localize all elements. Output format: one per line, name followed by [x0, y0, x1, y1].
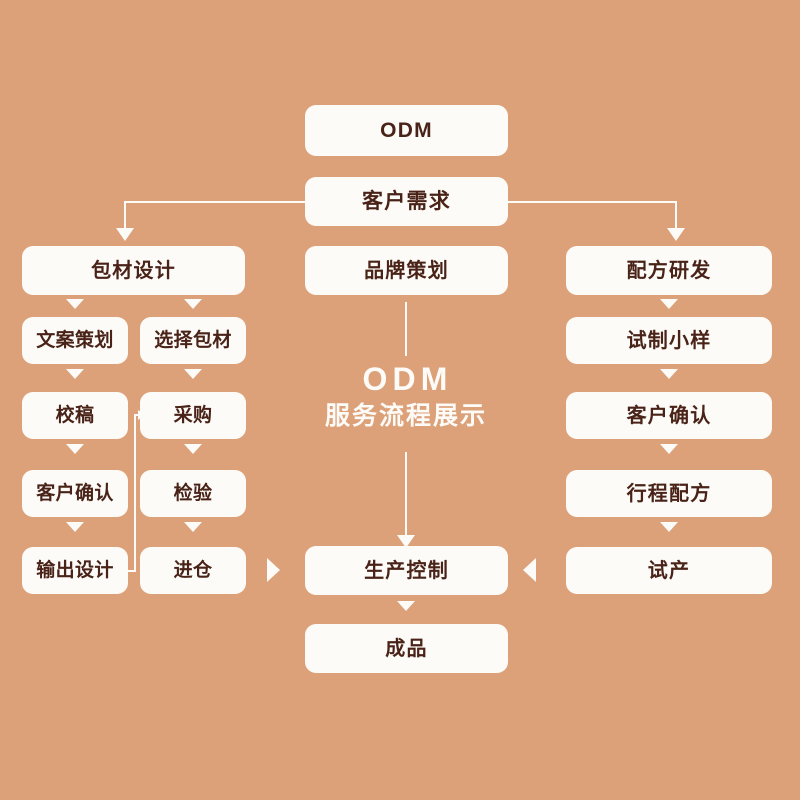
node-production-control[interactable]: 生产控制 [305, 546, 508, 595]
node-customer-confirm-left[interactable]: 客户确认 [22, 470, 128, 517]
center-spine-arrow-icon [397, 535, 415, 548]
arrow-confirm-to-formula-icon [660, 444, 678, 454]
branch-drop-left [124, 201, 126, 232]
arrow-copy-to-proof-icon [66, 369, 84, 379]
branch-arrow-left-icon [116, 228, 134, 241]
node-customer-confirm-right[interactable]: 客户确认 [566, 392, 772, 439]
node-select-packaging[interactable]: 选择包材 [140, 317, 246, 364]
node-purchase[interactable]: 采购 [140, 392, 246, 439]
arrow-packaging-to-select-icon [184, 299, 202, 309]
node-copy-planning[interactable]: 文案策划 [22, 317, 128, 364]
center-title-line2: 服务流程展示 [324, 402, 487, 431]
node-customer-demand[interactable]: 客户需求 [305, 177, 508, 226]
feedback-line-bottom [128, 570, 136, 572]
node-finished-product[interactable]: 成品 [305, 624, 508, 673]
node-packaging-design[interactable]: 包材设计 [22, 246, 245, 295]
node-brand-planning[interactable]: 品牌策划 [305, 246, 508, 295]
branch-line-right [508, 201, 676, 203]
arrow-select-to-purchase-icon [184, 369, 202, 379]
feedback-arrow-icon [138, 410, 145, 420]
center-spine-upper [405, 302, 407, 356]
arrow-inspect-to-warehouse-icon [184, 522, 202, 532]
node-warehouse-in[interactable]: 进仓 [140, 547, 246, 594]
arrow-production-to-finished-icon [397, 601, 415, 611]
node-trial-production[interactable]: 试产 [566, 547, 772, 594]
branch-line-left [124, 201, 306, 203]
center-spine-lower [405, 452, 407, 542]
feedback-line-top [134, 414, 140, 416]
arrow-purchase-to-inspect-icon [184, 444, 202, 454]
merge-arrow-right-icon [523, 558, 536, 582]
node-trial-sample[interactable]: 试制小样 [566, 317, 772, 364]
center-title: ODM 服务流程展示 [280, 358, 530, 433]
center-title-line1: ODM [362, 361, 453, 397]
node-inspection[interactable]: 检验 [140, 470, 246, 517]
branch-drop-right [675, 201, 677, 232]
arrow-formula-to-trial-icon [660, 522, 678, 532]
feedback-line-vertical [134, 414, 136, 571]
arrow-formula-to-sample-icon [660, 299, 678, 309]
arrow-sample-to-confirm-icon [660, 369, 678, 379]
node-odm[interactable]: ODM [305, 105, 508, 156]
arrow-packaging-to-copy-icon [66, 299, 84, 309]
arrow-proof-to-confirm-icon [66, 444, 84, 454]
node-process-formula[interactable]: 行程配方 [566, 470, 772, 517]
merge-arrow-left-icon [267, 558, 280, 582]
node-output-design[interactable]: 输出设计 [22, 547, 128, 594]
arrow-confirm-to-output-icon [66, 522, 84, 532]
node-formula-rd[interactable]: 配方研发 [566, 246, 772, 295]
branch-arrow-right-icon [667, 228, 685, 241]
node-proofreading[interactable]: 校稿 [22, 392, 128, 439]
